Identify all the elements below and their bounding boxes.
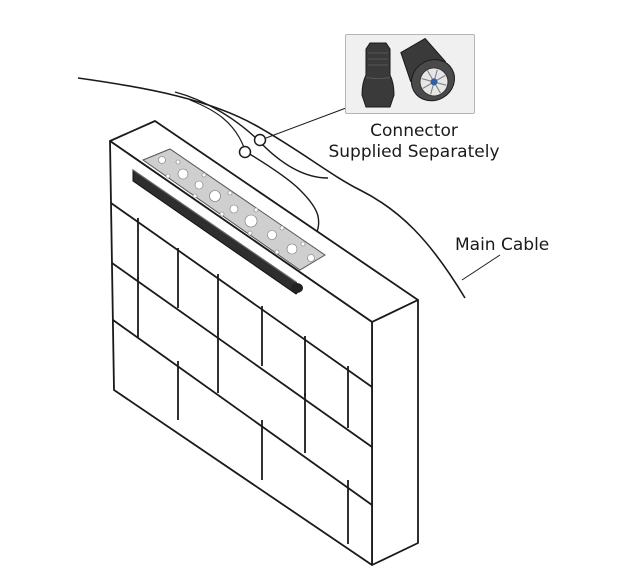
light-fixture-bar bbox=[132, 169, 303, 295]
connector-illustration bbox=[361, 37, 456, 108]
connection-point bbox=[238, 145, 252, 159]
main-cable-label: Main Cable bbox=[455, 235, 550, 255]
wall-side-face bbox=[371, 299, 419, 566]
main-cable-leader-line bbox=[461, 254, 501, 281]
wire-connector-closed bbox=[361, 42, 395, 108]
main-cable bbox=[77, 77, 466, 299]
connector-label-line1: Connector bbox=[370, 121, 458, 141]
connector-leader-line bbox=[265, 107, 347, 139]
lead-wire-3 bbox=[189, 99, 246, 151]
connector-label: Connector Supplied Separately bbox=[306, 121, 522, 163]
connector-inset bbox=[345, 34, 475, 114]
mounting-plate bbox=[141, 148, 326, 271]
lead-wire-2 bbox=[242, 149, 320, 239]
connector-label-line2: Supplied Separately bbox=[328, 142, 500, 162]
wire-connector-open bbox=[400, 37, 456, 102]
connection-point bbox=[253, 133, 267, 147]
